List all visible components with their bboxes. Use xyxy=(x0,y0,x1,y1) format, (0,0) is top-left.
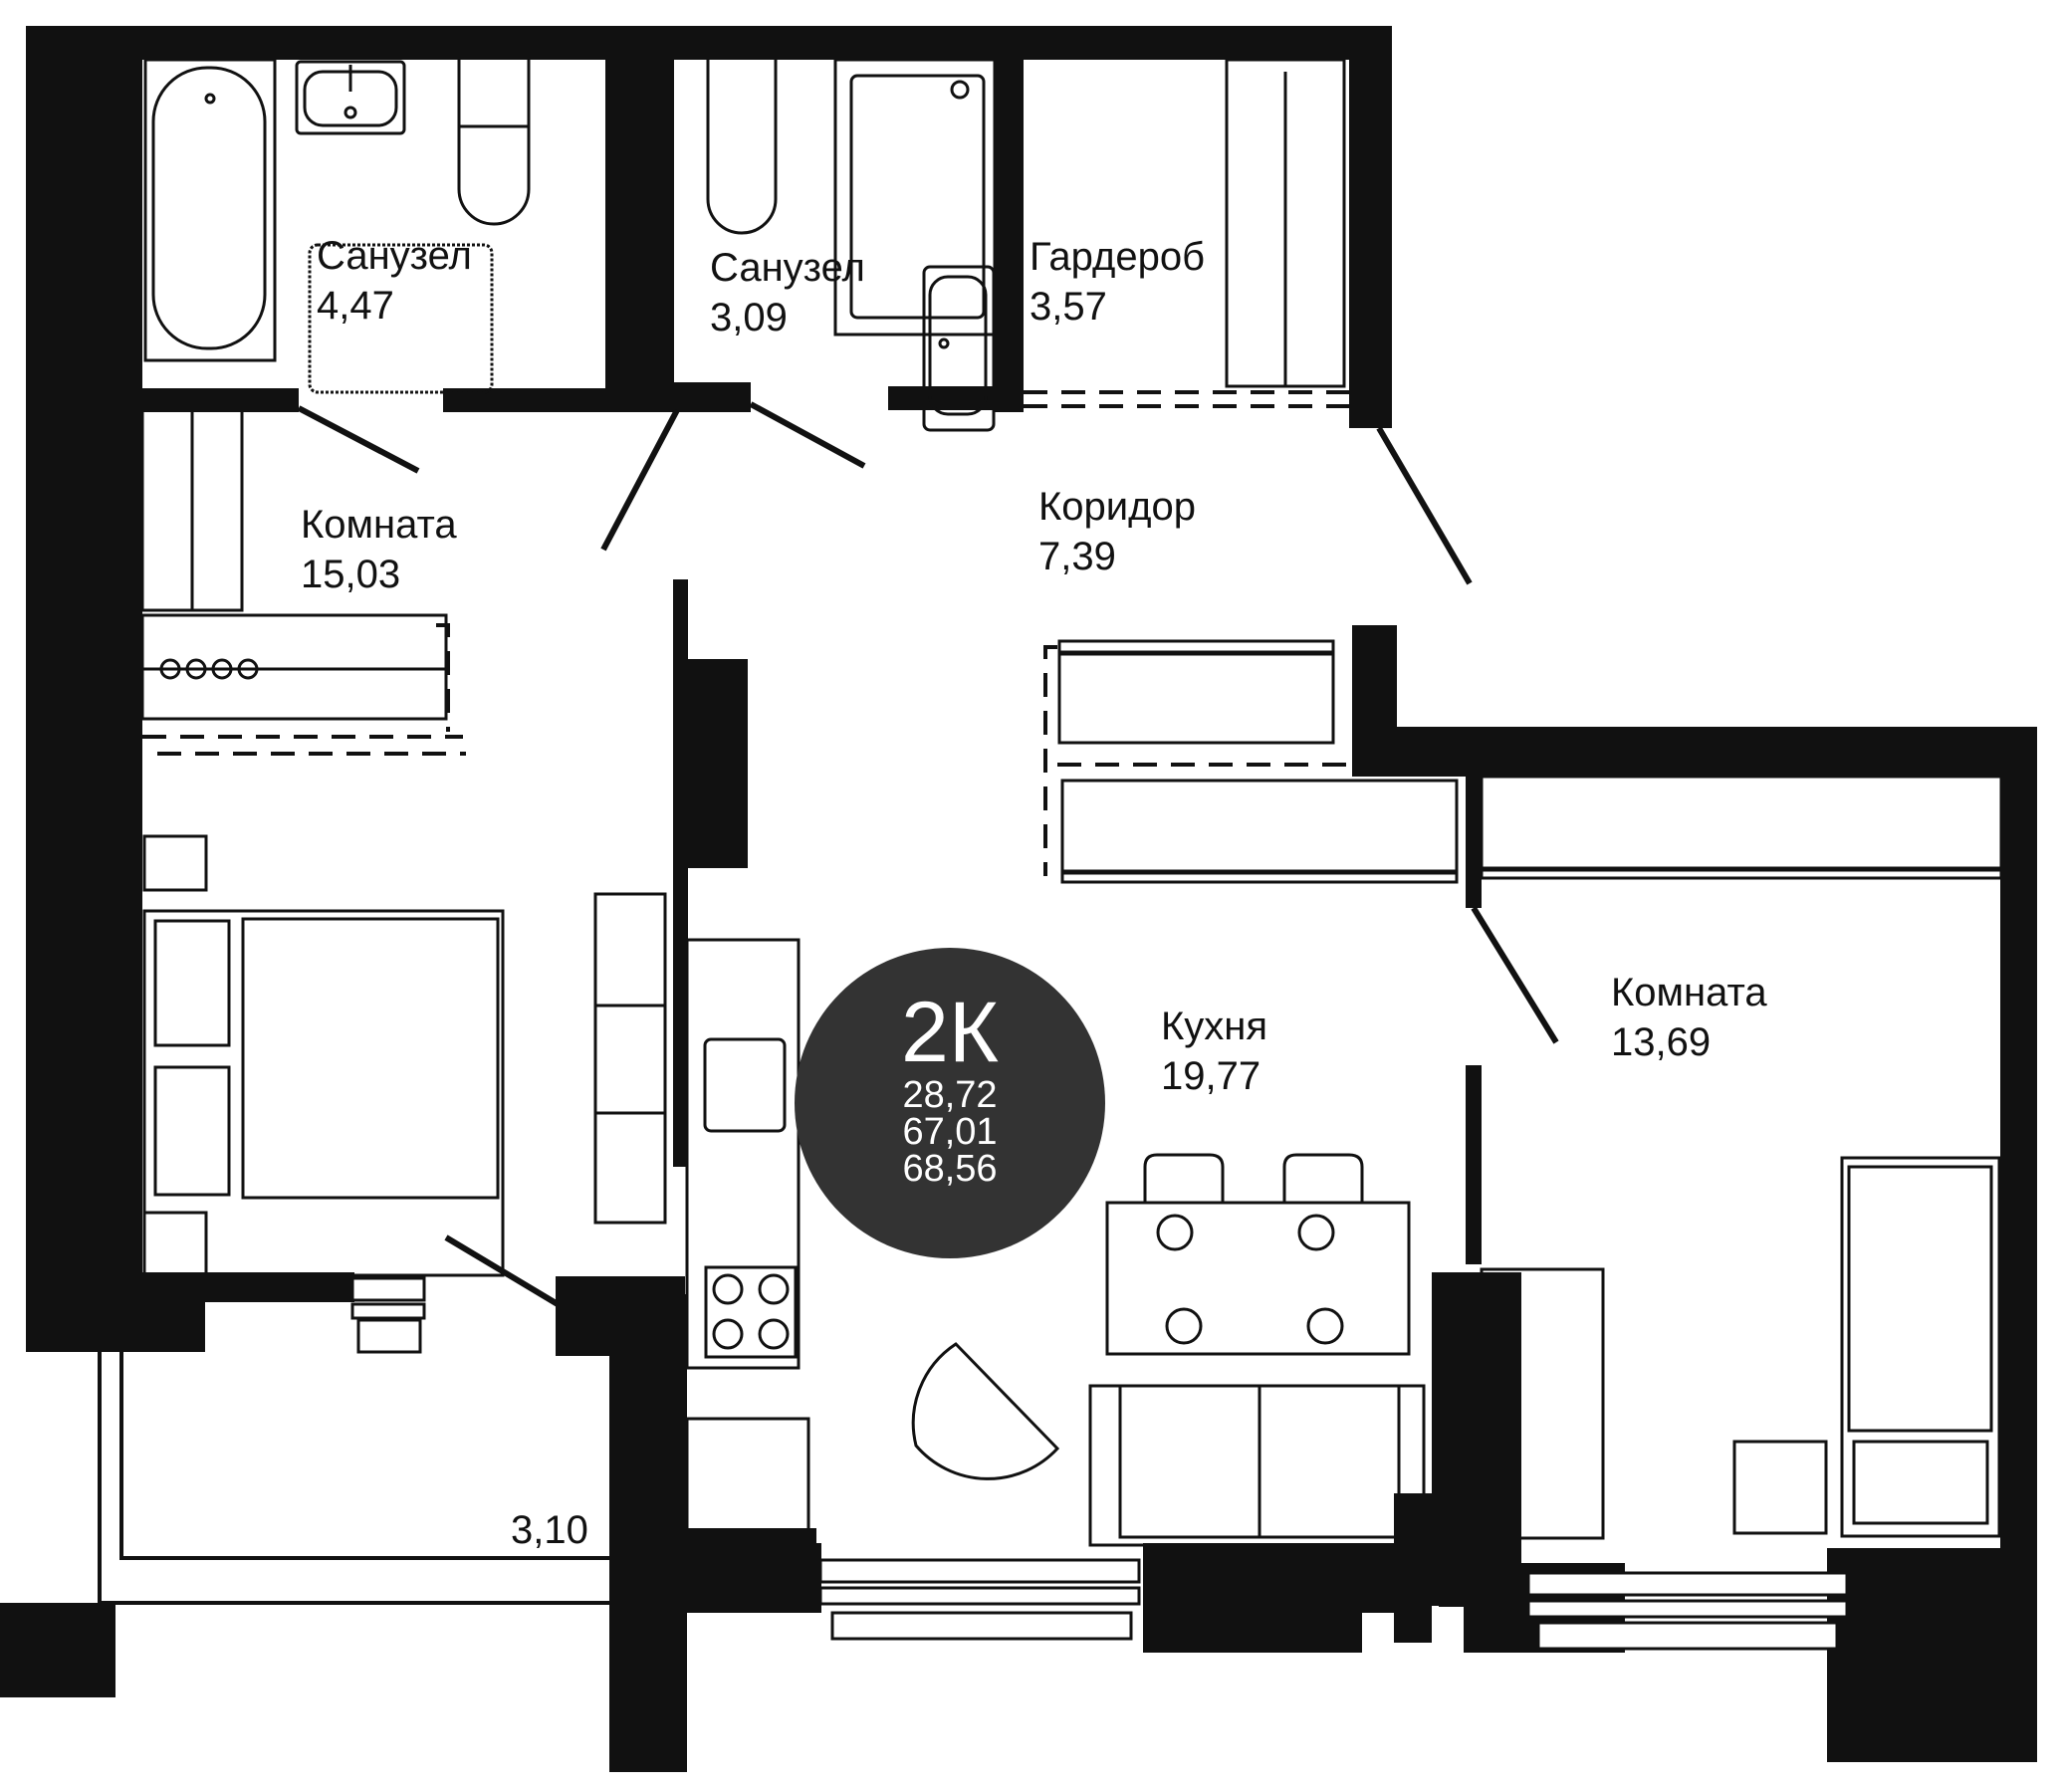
room-name: Комната xyxy=(1611,971,1767,1014)
room-area: 7,39 xyxy=(1038,535,1116,578)
balcony-area-label: 3,10 xyxy=(511,1508,588,1553)
room-label-room-1: Комната 15,03 xyxy=(301,500,457,599)
walls xyxy=(0,26,2037,1772)
total-area-with-balcony: 68,56 xyxy=(902,1148,998,1190)
room-label-kitchen: Кухня 19,77 xyxy=(1161,1002,1267,1101)
dashed-lines xyxy=(142,390,1352,876)
room-name: Санузел xyxy=(317,234,472,278)
living-area: 28,72 xyxy=(902,1074,998,1116)
room-name: Коридор xyxy=(1038,485,1196,529)
windows xyxy=(350,1276,1849,1651)
room-label-bathroom-1: Санузел 4,47 xyxy=(317,231,472,331)
balcony-frame xyxy=(98,1352,609,1605)
room-label-room-2: Комната 13,69 xyxy=(1611,968,1767,1067)
room-label-bathroom-2: Санузел 3,09 xyxy=(710,243,865,342)
room-area: 19,77 xyxy=(1161,1054,1261,1098)
room-area: 3,09 xyxy=(710,296,788,339)
room-label-corridor: Коридор 7,39 xyxy=(1038,482,1196,581)
room-area: 15,03 xyxy=(301,553,401,596)
apartment-type-badge: 2К 28,72 67,01 68,56 xyxy=(795,948,1105,1258)
room-area: 4,47 xyxy=(317,284,394,328)
room-name: Гардероб xyxy=(1030,235,1205,279)
room-name: Кухня xyxy=(1161,1005,1268,1048)
room-area: 3,10 xyxy=(511,1508,588,1552)
apartment-type: 2К xyxy=(901,985,999,1080)
room-name: Санузел xyxy=(710,246,865,290)
room-area: 3,57 xyxy=(1030,285,1107,329)
room-label-wardrobe: Гардероб 3,57 xyxy=(1030,232,1205,332)
total-area: 67,01 xyxy=(902,1111,998,1153)
room-area: 13,69 xyxy=(1611,1020,1712,1064)
fixtures xyxy=(140,58,2003,1547)
room-name: Комната xyxy=(301,503,457,547)
doors xyxy=(297,401,1559,1307)
